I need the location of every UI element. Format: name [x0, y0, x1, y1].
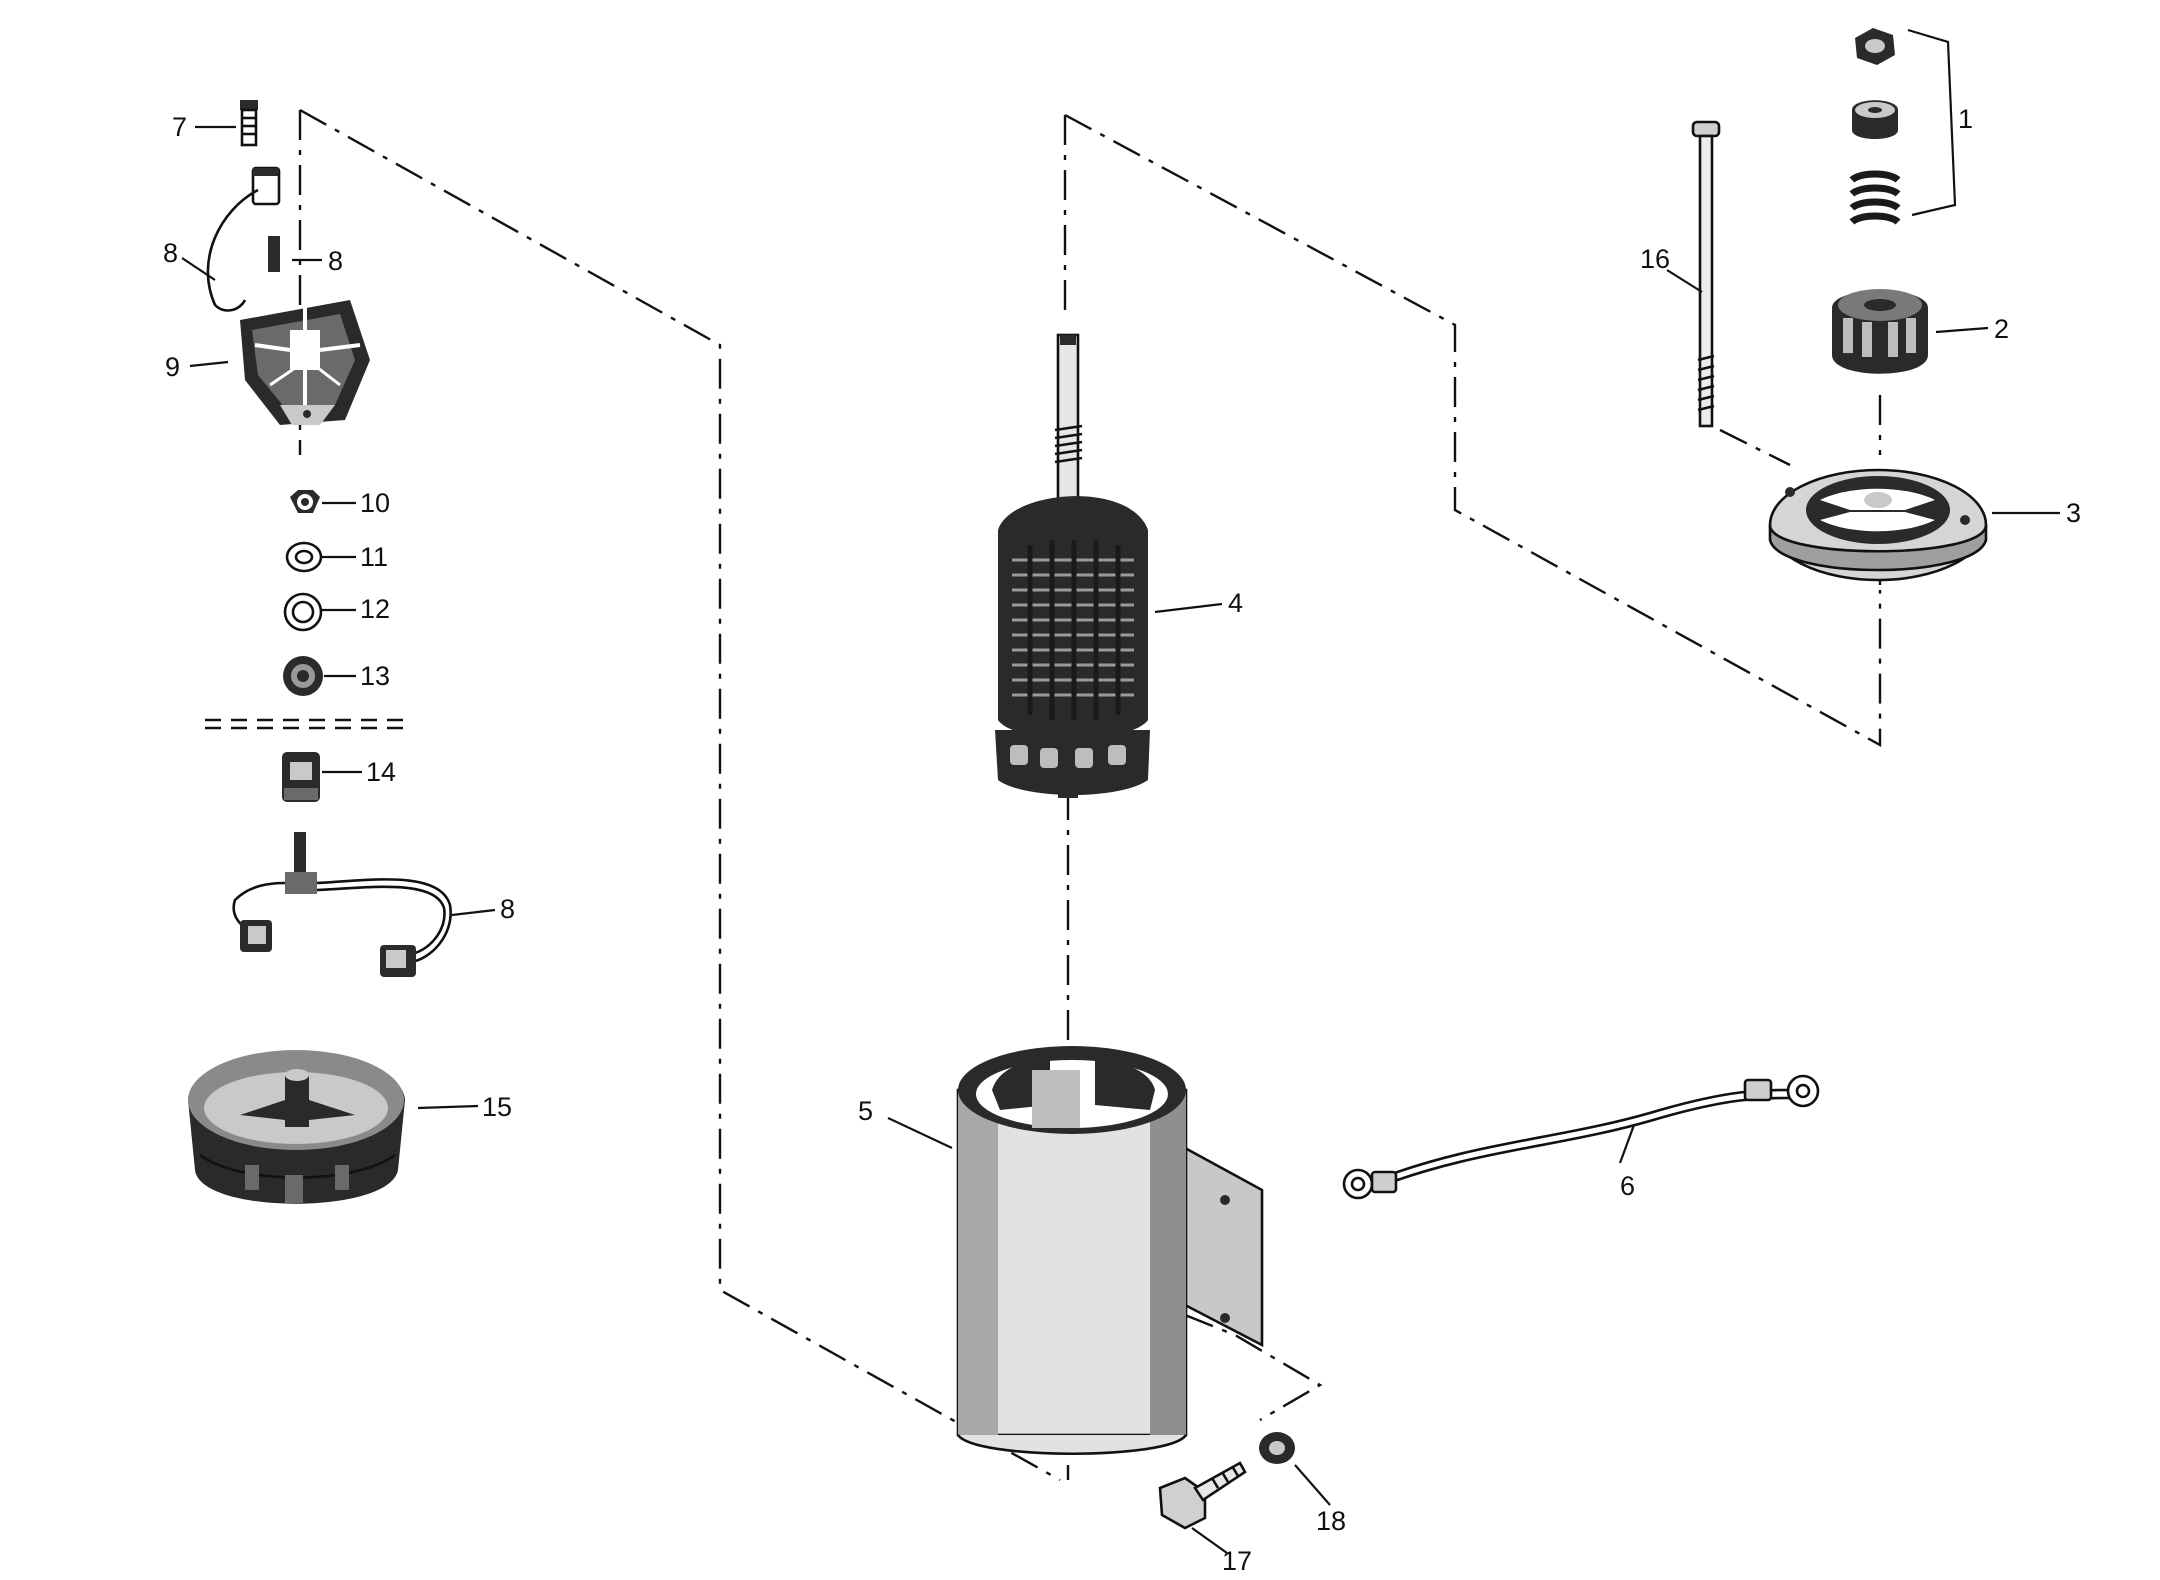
insulator-part-14 — [282, 752, 320, 802]
callout-labels: 1 2 3 4 5 6 7 8 8 8 9 10 11 12 13 14 15 … — [163, 104, 2081, 1576]
cable-part-6 — [1342, 1074, 1820, 1200]
callout-2: 2 — [1994, 314, 2009, 344]
drive-end-plate-part-3 — [1768, 468, 1988, 582]
callout-18: 18 — [1316, 1506, 1346, 1536]
field-frame-part-5 — [956, 1046, 1264, 1456]
callout-9: 9 — [165, 352, 180, 382]
callout-15: 15 — [482, 1092, 512, 1122]
screw-part-7 — [240, 100, 258, 147]
end-cap-part-15 — [188, 1050, 405, 1204]
leader-lines — [181, 125, 2060, 1554]
drive-pinion-part-2 — [1832, 289, 1928, 374]
brush-holder-part-9 — [240, 300, 370, 425]
callout-1: 1 — [1958, 104, 1973, 134]
brush-lead-part-8-top — [206, 166, 281, 312]
callout-16: 16 — [1640, 244, 1670, 274]
callout-6: 6 — [1620, 1171, 1635, 1201]
lockwasher-part-11 — [285, 541, 323, 573]
callout-8-top-right: 8 — [328, 246, 343, 276]
nut-part-10 — [290, 490, 320, 513]
washer-part-12 — [283, 592, 323, 632]
callout-10: 10 — [360, 488, 390, 518]
armature-part-4 — [995, 333, 1150, 798]
lockwasher-part-18 — [1259, 1432, 1295, 1464]
callout-13: 13 — [360, 661, 390, 691]
callout-8-lower: 8 — [500, 894, 515, 924]
callout-3: 3 — [2066, 498, 2081, 528]
callout-8-top-left: 8 — [163, 238, 178, 268]
callout-5: 5 — [858, 1096, 873, 1126]
callout-7: 7 — [172, 112, 187, 142]
callout-11: 11 — [360, 542, 388, 572]
callout-14: 14 — [366, 757, 396, 787]
through-bolt-part-16 — [1691, 120, 1721, 428]
callout-12: 12 — [360, 594, 390, 624]
callout-4: 4 — [1228, 588, 1243, 618]
insulating-washer-part-13 — [283, 656, 323, 696]
drive-hardware-part-1 — [1849, 28, 1957, 225]
callout-17: 17 — [1222, 1546, 1252, 1576]
bolt-part-17 — [1158, 1461, 1247, 1530]
terminal-brush-lead-part-8 — [232, 832, 452, 977]
